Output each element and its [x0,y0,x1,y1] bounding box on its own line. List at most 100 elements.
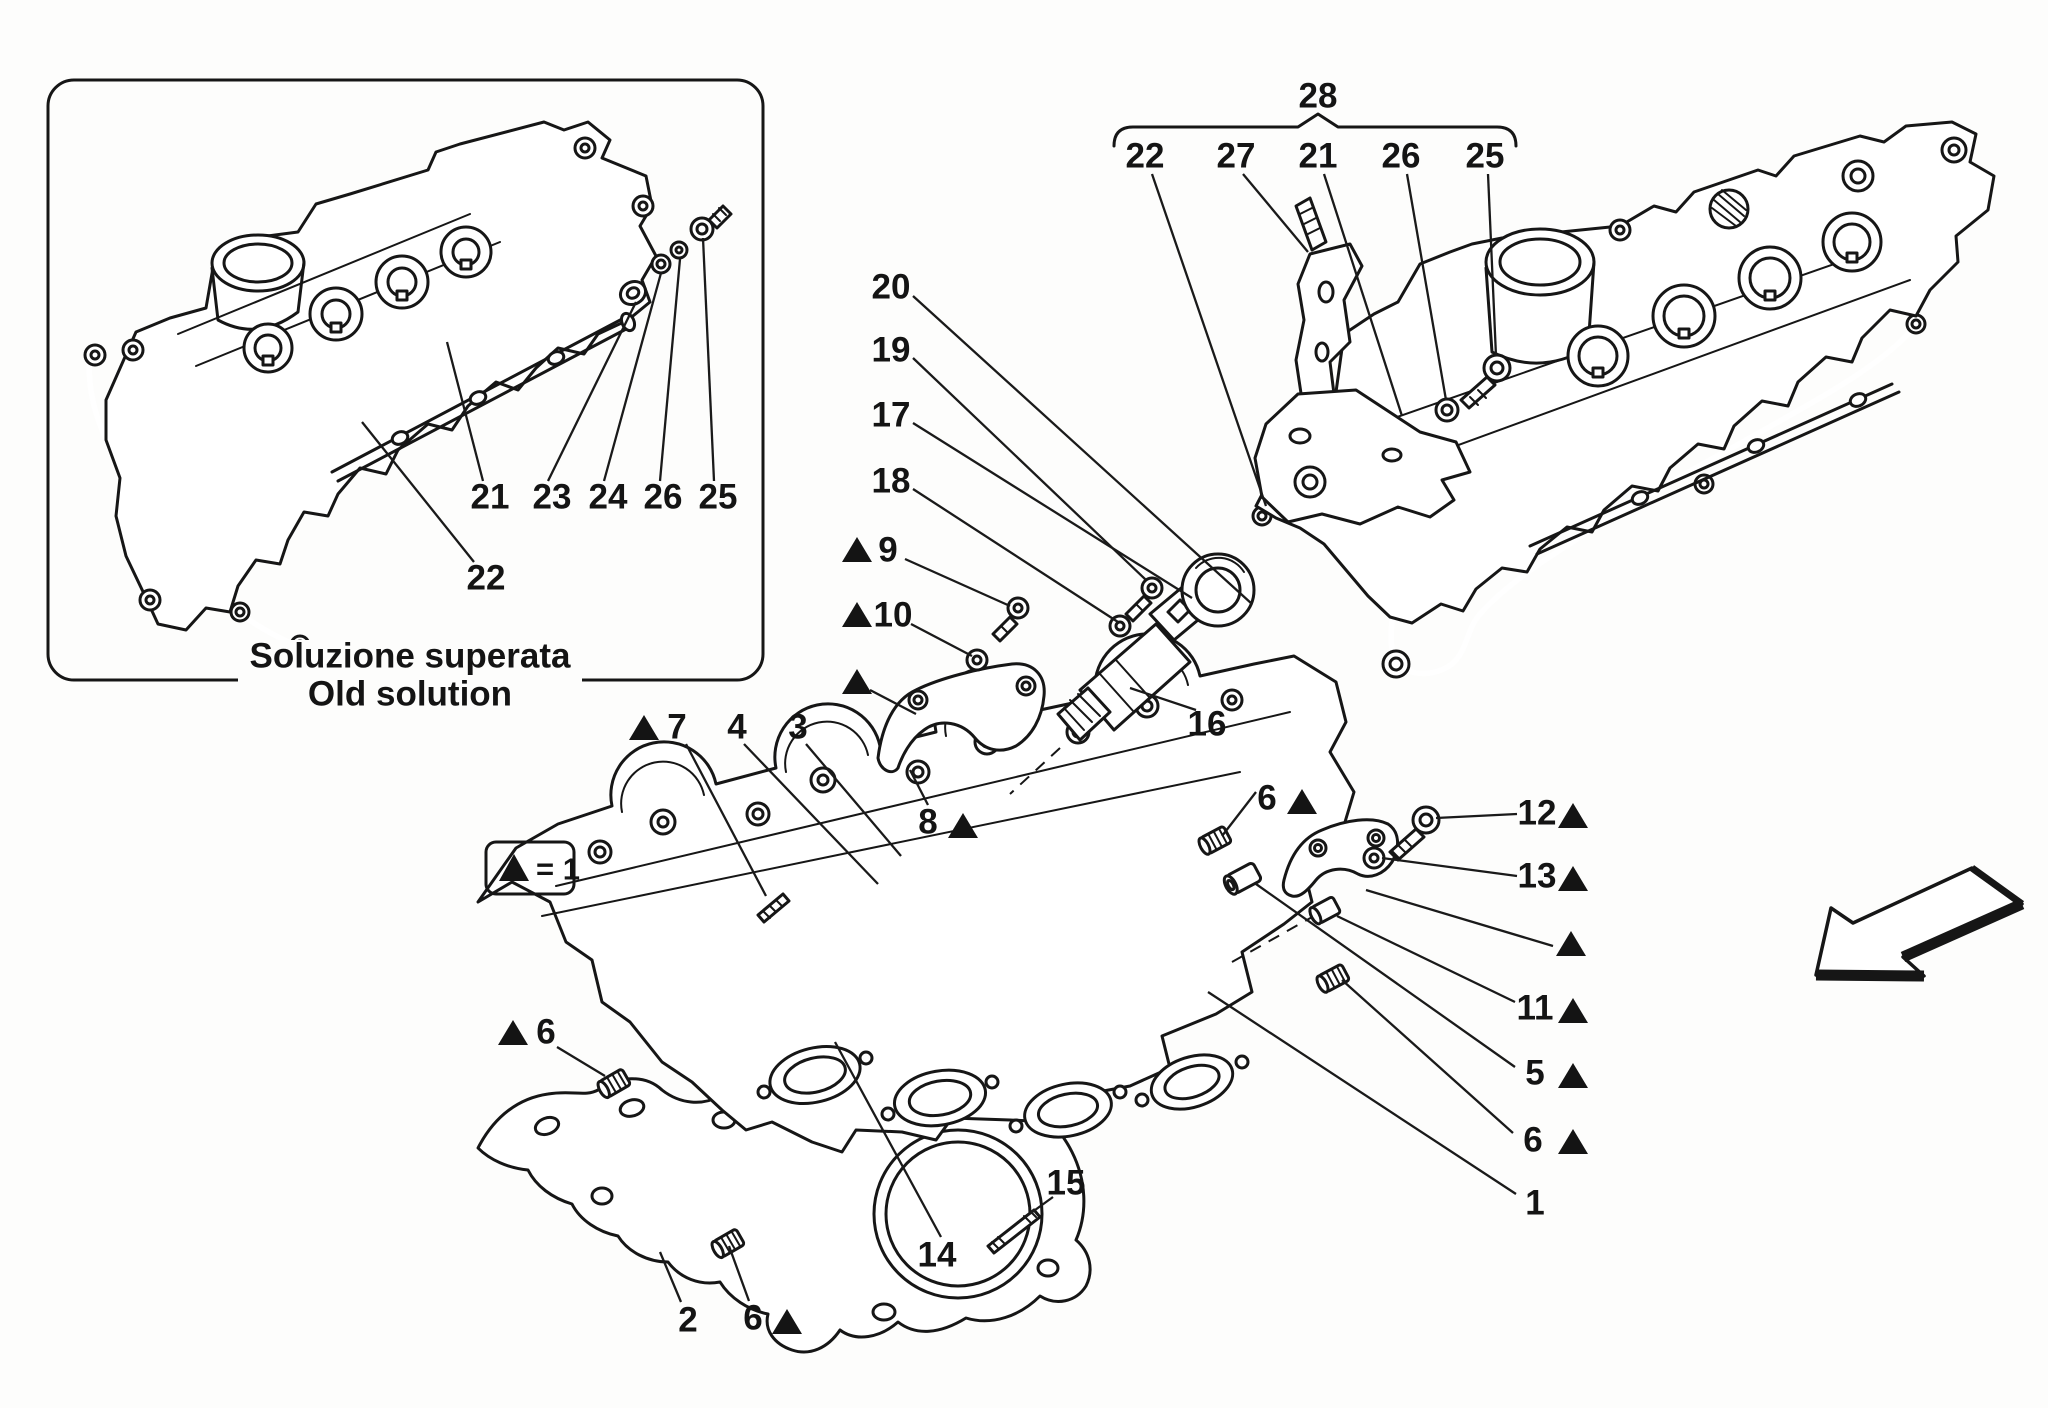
callout-label-6: 6 [743,1299,762,1338]
leader-line [912,422,1193,599]
leader-line [1341,979,1514,1134]
leader-line [904,557,1011,608]
triangle-marker [1287,789,1317,814]
leader-line [445,341,485,482]
leader-line [658,258,682,482]
callout-label-6: 6 [1257,779,1276,818]
triangle-marker [948,813,978,838]
leader-line [1435,812,1518,820]
set-screw-drawing [596,1068,632,1100]
triangle-marker [629,715,659,740]
leader-line [912,295,1253,605]
set-screw-drawing [1315,963,1351,994]
callout-label-1: 1 [1525,1184,1544,1223]
leader-line [1207,991,1517,1195]
new-valve-cover-group [1251,120,1996,679]
leader-line [869,688,917,716]
callout-label-13: 13 [1518,857,1557,896]
callout-label-25: 25 [1466,137,1505,176]
callout-label-4: 4 [727,708,747,747]
callout-label-24: 24 [589,478,628,517]
callout-label-6: 6 [1523,1121,1542,1160]
triangle-marker [842,602,872,627]
caption-english: Old solution [308,675,512,714]
callout-label-27: 27 [1217,137,1256,176]
leader-line [1242,173,1309,253]
leader-line [1381,856,1518,878]
callout-label-14: 14 [918,1236,957,1275]
callout-label-10: 10 [874,596,913,635]
triangle-marker [1558,1129,1588,1154]
long-stud-drawing [986,1208,1042,1255]
leader-line [727,1245,751,1302]
leader-line [658,1251,683,1303]
legend-box: = 1 [484,840,580,896]
leader-line [1486,173,1498,357]
cam-cap-right-drawing [1281,818,1399,898]
leader-line [1405,173,1448,401]
cap-screw-drawing [965,596,1030,672]
callout-label-2: 2 [678,1301,697,1340]
callout-label-18: 18 [872,462,911,501]
callout-label-20: 20 [872,268,911,307]
leader-line [1023,1196,1054,1219]
callout-label-25: 25 [699,478,738,517]
leader-line [546,301,638,482]
leader-line [361,421,475,563]
triangle-marker [1558,866,1588,891]
triangle-marker [1558,998,1588,1023]
callout-label-12: 12 [1518,794,1557,833]
head-gasket-drawing [476,1077,1092,1354]
old-solution-inset: Soluzione superata Old solution [46,78,765,716]
leader-line [684,743,768,897]
callout-label-26: 26 [644,478,683,517]
leader-line [1365,888,1554,948]
callout-label-15: 15 [1047,1164,1086,1203]
callout-label-5: 5 [1525,1054,1544,1093]
leader-line [910,622,973,658]
triangle-marker [1558,1063,1588,1088]
caption-italian: Soluzione superata [250,637,571,676]
set-screw-drawing [710,1228,746,1260]
callout-label-19: 19 [872,331,911,370]
leader-line [1322,173,1404,417]
callout-label-16: 16 [1188,705,1227,744]
triangle-marker [498,1020,528,1045]
callout-label-22: 22 [1126,137,1165,176]
leader-line [1336,914,1516,1004]
leader-line [833,1041,943,1238]
leader-line [602,272,663,482]
new-valve-cover-drawing [1254,120,1996,625]
bracket-screw-drawing [1434,353,1512,423]
old-cover-fasteners-drawing [618,204,733,307]
leader-line [701,237,716,482]
leader-line [912,488,1119,623]
cylinder-head-group [476,552,1441,1354]
leader-line [556,1046,606,1077]
leader-line [1129,686,1197,712]
dowel-drawing [1222,862,1263,896]
bracket-drawing [1253,196,1472,526]
old-valve-cover-drawing [104,120,658,632]
leader-line [1150,173,1268,507]
triangle-marker [842,669,872,694]
callout-label-17: 17 [872,396,911,435]
direction-arrow-icon [1814,865,2025,982]
bushing-drawing [1308,895,1342,926]
triangle-marker [1558,803,1588,828]
callout-label-28: 28 [1299,77,1338,116]
legend-triangle-icon [499,854,529,881]
stud-drawing [756,892,791,924]
triangle-marker [842,537,872,562]
solenoid-valve-drawing [1056,552,1256,742]
triangle-marker [772,1309,802,1334]
leader-line [743,743,879,885]
leader-line [908,769,930,806]
callout-label-7: 7 [667,708,686,747]
cam-cap-upper-drawing [876,662,1046,774]
callout-label-21: 21 [1299,137,1338,176]
callout-label-26: 26 [1382,137,1421,176]
callout-label-11: 11 [1517,989,1554,1028]
group-bracket-28 [1112,112,1518,148]
